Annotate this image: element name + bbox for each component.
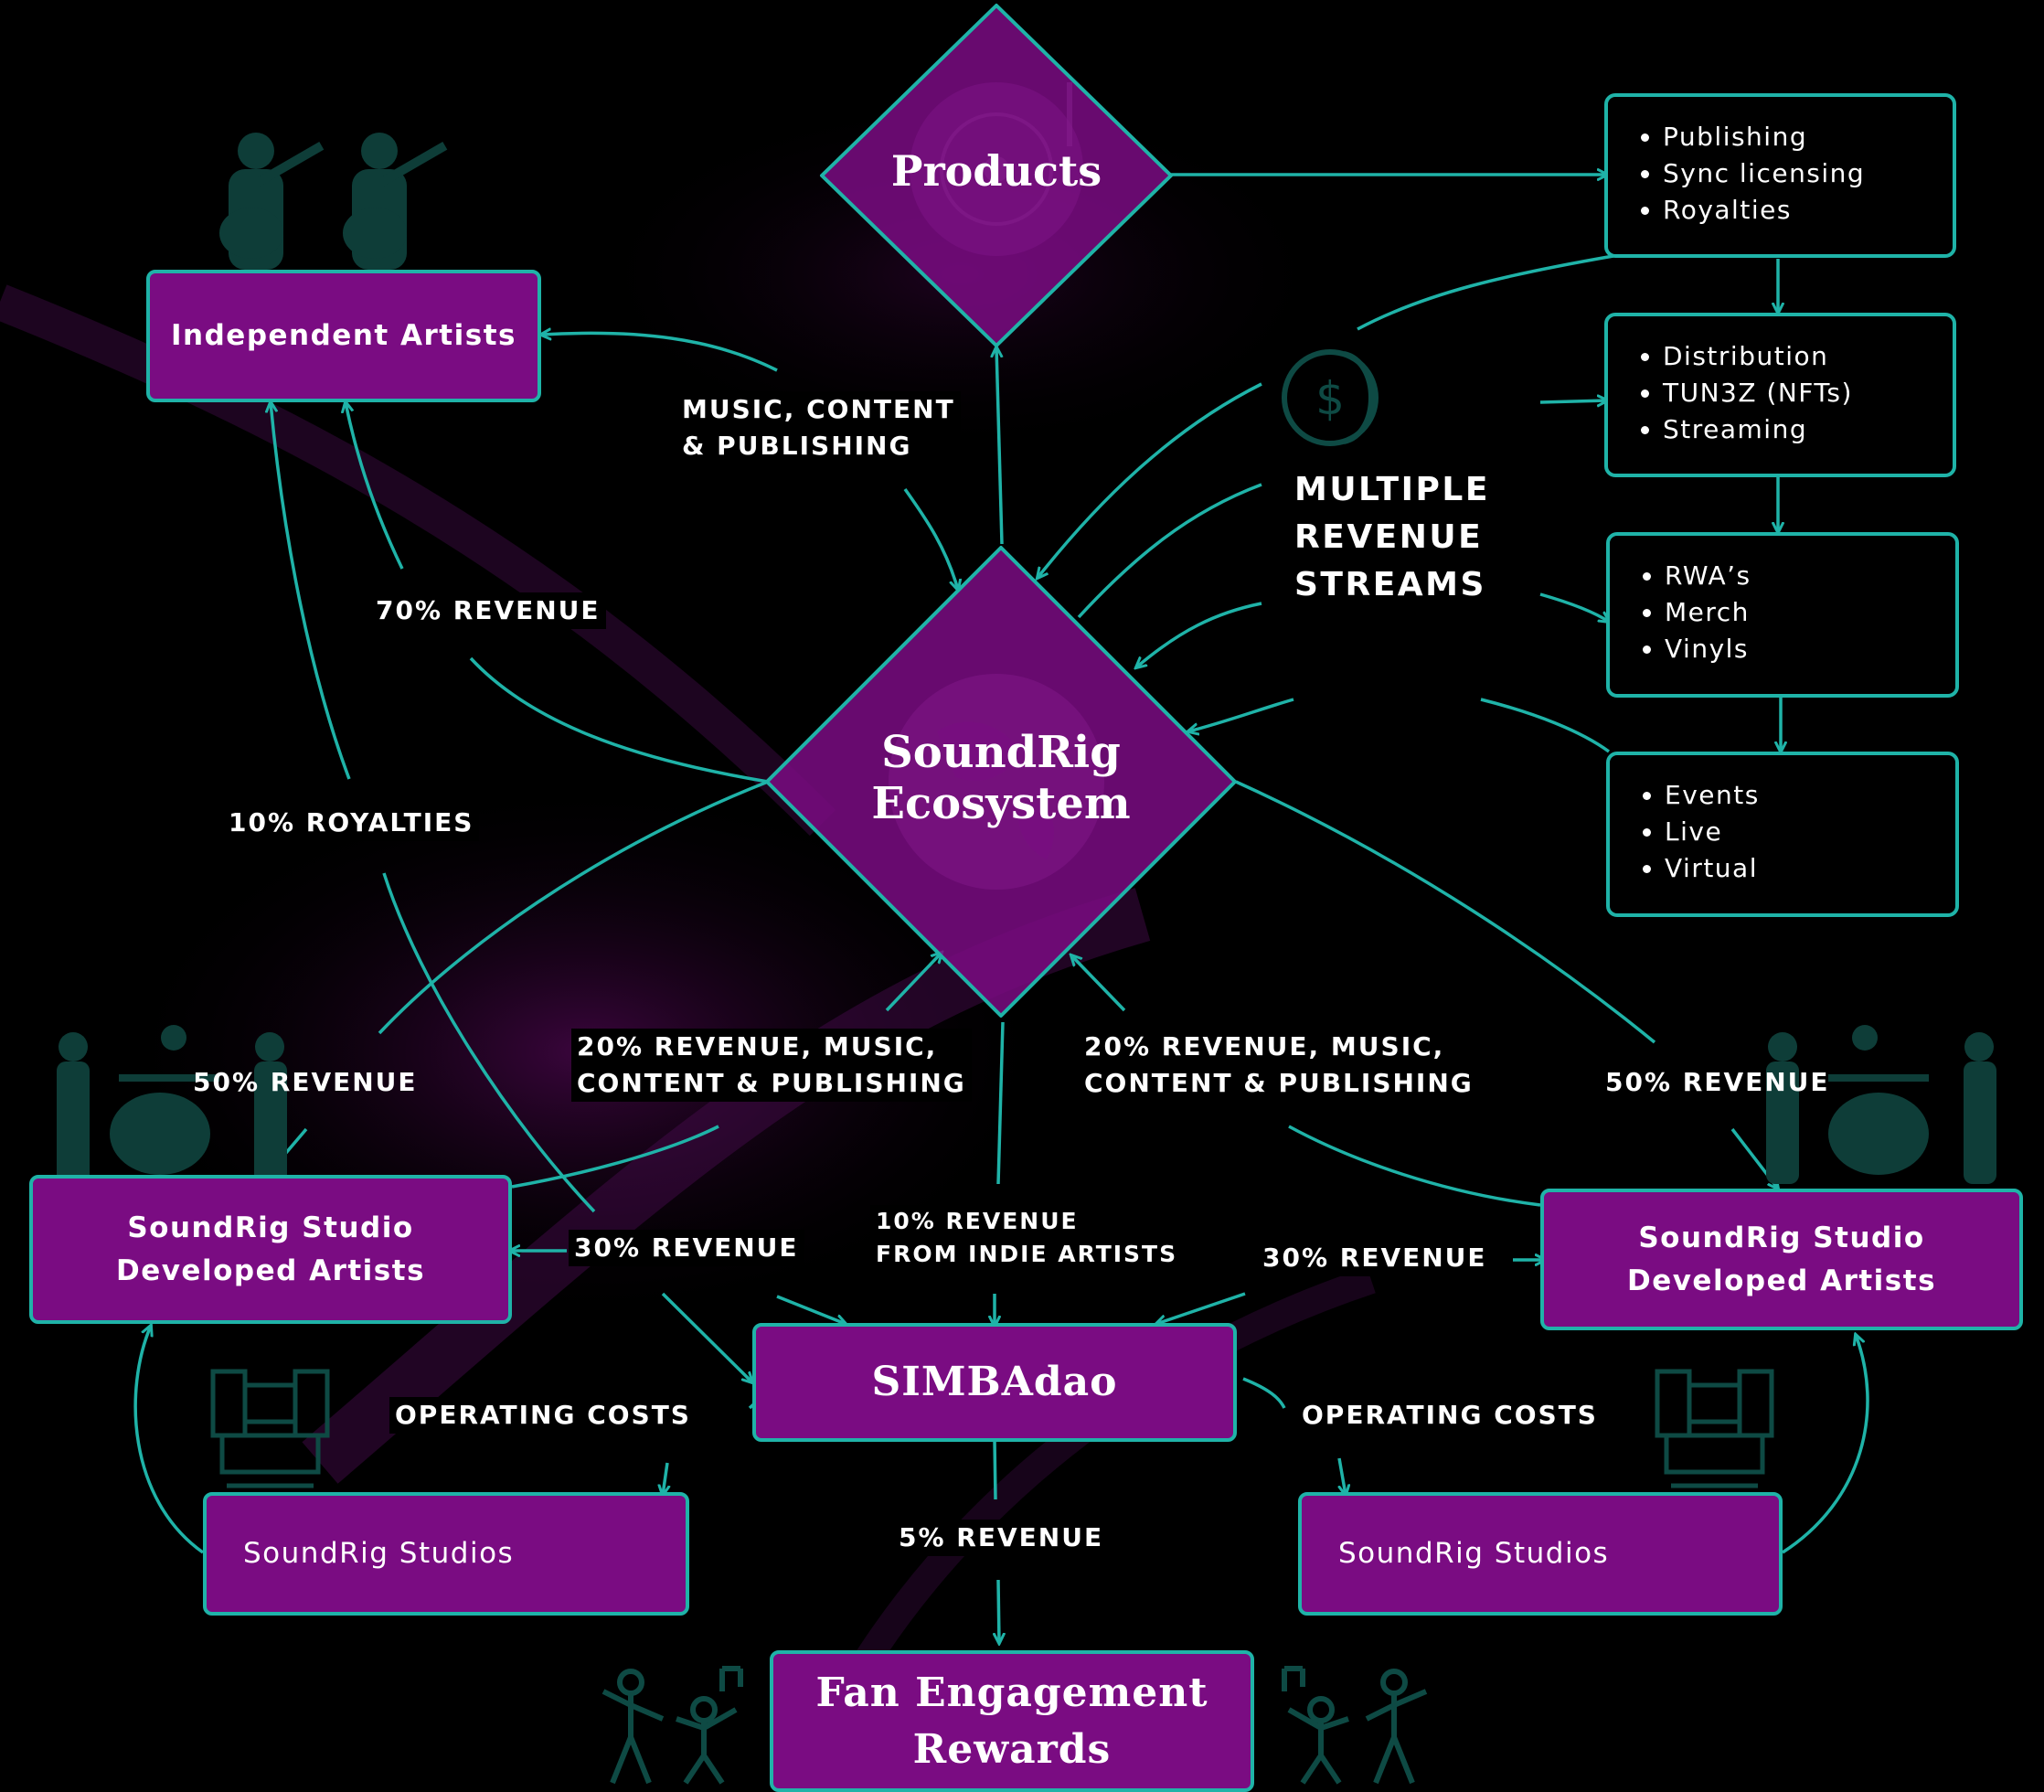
guitar-players-icon [219,133,448,270]
simbadao-label: SIMBAdao [871,1359,1118,1405]
label-operating-costs-left: OPERATING COSTS [389,1397,697,1434]
label-30-revenue-right: 30% REVENUE [1257,1240,1493,1276]
label-line: 20% REVENUE, MUSIC, [577,1031,938,1061]
list-item: Live [1665,814,1937,850]
label-operating-costs-right: OPERATING COSTS [1296,1397,1603,1434]
dancing-people-icon [601,1666,743,1785]
label-line: REVENUE [1294,518,1484,556]
label-line: CONTENT & PUBLISHING [1084,1068,1474,1098]
studio-developed-artists-right-box[interactable]: SoundRig Studio Developed Artists [1540,1189,2023,1330]
products-title: Products [890,146,1102,196]
list-item: Publishing [1663,119,1934,155]
label-line: FROM INDIE ARTISTS [876,1241,1178,1267]
label-multiple-revenue-streams: MULTIPLE REVENUE STREAMS [1289,466,1496,609]
label-30-revenue-left: 30% REVENUE [569,1230,804,1266]
list-item: Royalties [1663,192,1934,229]
list-item: Merch [1665,594,1937,631]
label-50-revenue-left: 50% REVENUE [193,1067,418,1097]
fan-engagement-rewards-box[interactable]: Fan Engagement Rewards [770,1650,1254,1792]
ecosystem-title-line1: SoundRig [881,727,1121,778]
label-line: STREAMS [1294,566,1486,603]
list-item: Events [1665,777,1937,814]
list-item: Sync licensing [1663,155,1934,192]
studio-console-icon [210,1369,330,1488]
studios-left-label: SoundRig Studios [243,1537,515,1571]
label-20-revenue-right: 20% REVENUE, MUSIC, CONTENT & PUBLISHING [1079,1029,1479,1102]
ecosystem-diamond[interactable] [763,544,1239,1019]
revenue-list-2: Distribution TUN3Z (NFTs) Streaming [1604,313,1956,477]
simbadao-box[interactable]: SIMBAdao [752,1323,1237,1442]
studios-right-label: SoundRig Studios [1338,1537,1610,1571]
label-line: & PUBLISHING [682,431,912,461]
dancing-people-icon [1282,1666,1428,1785]
fan-line1: Fan Engagement [815,1669,1208,1716]
soundrig-studios-right-box[interactable]: SoundRig Studios [1298,1492,1783,1616]
label-line: MUSIC, CONTENT [682,394,955,424]
label-10-royalties: 10% ROYALTIES [223,805,480,841]
products-diamond[interactable] [818,2,1175,349]
label-line: CONTENT & PUBLISHING [577,1068,966,1098]
band-silhouette-icon [1766,1025,1996,1184]
ecosystem-title-line2: Ecosystem [871,778,1131,829]
revenue-list-4: Events Live Virtual [1606,752,1959,917]
studio-left-line2: Developed Artists [115,1253,426,1287]
ecosystem-title: SoundRig Ecosystem [855,727,1147,829]
label-line: 20% REVENUE, MUSIC, [1084,1031,1445,1061]
studio-developed-artists-left-box[interactable]: SoundRig Studio Developed Artists [29,1175,512,1324]
label-5-revenue: 5% REVENUE [893,1520,1110,1556]
studio-right-line1: SoundRig Studio [1638,1221,1925,1254]
label-50-revenue-right: 50% REVENUE [1605,1067,1830,1097]
label-line: 10% REVENUE [876,1208,1079,1234]
revenue-list-1: Publishing Sync licensing Royalties [1604,93,1956,258]
list-item: TUN3Z (NFTs) [1663,375,1934,411]
list-item: Distribution [1663,338,1934,375]
studio-right-line2: Developed Artists [1626,1264,1937,1297]
list-item: Streaming [1663,411,1934,448]
list-item: RWA’s [1665,558,1937,594]
independent-artists-box[interactable]: Independent Artists [146,270,541,402]
list-item: Vinyls [1665,631,1937,667]
label-70-revenue: 70% REVENUE [370,592,606,629]
dollar-coin-icon: $ [1282,349,1379,446]
independent-artists-label: Independent Artists [171,319,516,353]
svg-text:$: $ [1315,372,1345,425]
label-20-revenue-left: 20% REVENUE, MUSIC, CONTENT & PUBLISHING [571,1029,972,1102]
revenue-list-3: RWA’s Merch Vinyls [1606,532,1959,698]
label-music-content: MUSIC, CONTENT & PUBLISHING [676,391,961,464]
band-silhouette-icon [57,1025,287,1184]
studio-console-icon [1655,1369,1774,1488]
list-item: Virtual [1665,850,1937,887]
studio-left-line1: SoundRig Studio [127,1211,414,1244]
soundrig-studios-left-box[interactable]: SoundRig Studios [203,1492,689,1616]
label-10-revenue-indie: 10% REVENUE FROM INDIE ARTISTS [870,1205,1184,1271]
label-line: MULTIPLE [1294,471,1490,508]
fan-line2: Rewards [912,1725,1112,1773]
